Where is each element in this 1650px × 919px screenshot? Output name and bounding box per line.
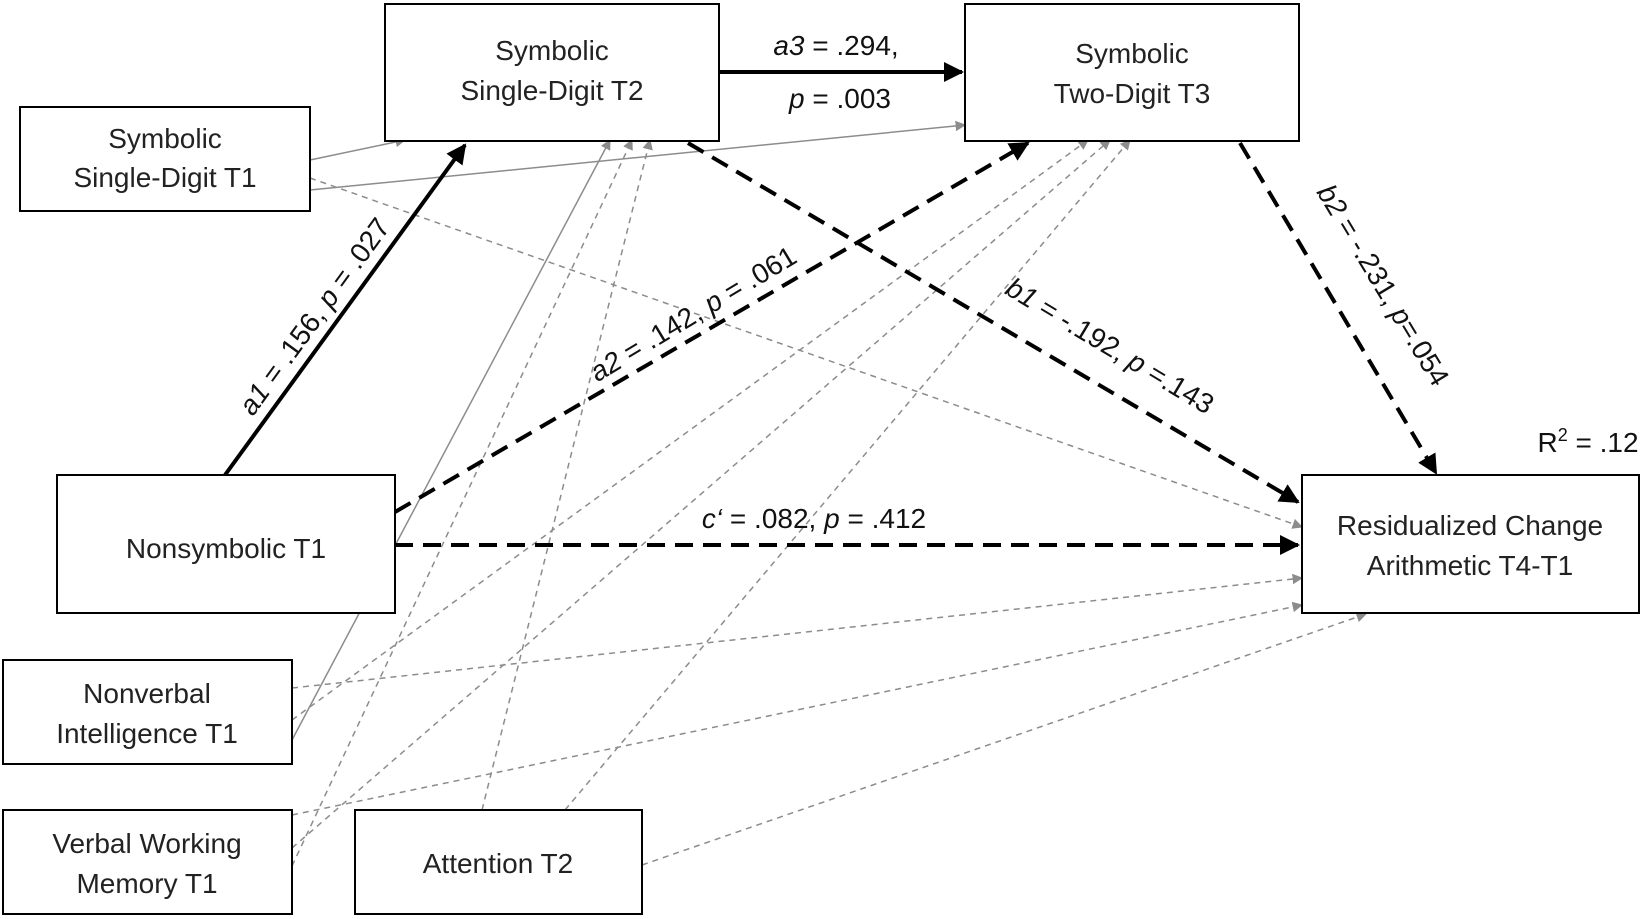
edge-a1 <box>223 143 467 477</box>
edge-attention-to-sym-single-t2 <box>481 138 653 811</box>
node-label-line: Nonverbal <box>83 678 211 709</box>
node-label-line: Symbolic <box>1075 38 1189 69</box>
main-edges <box>223 62 1438 555</box>
edge-attention-to-resid-change <box>641 612 1367 866</box>
label-c-prime: c‘ = .082, p = .412 <box>702 503 926 534</box>
node-resid-change: Residualized Change Arithmetic T4-T1 <box>1301 474 1640 614</box>
node-sym-single-t1: Symbolic Single-Digit T1 <box>19 106 311 212</box>
edge-vwm-to-sym-two-t3 <box>291 139 1111 849</box>
label-b2: b2 = -.231, p=.054 <box>1311 179 1455 391</box>
node-label-line: Intelligence T1 <box>56 718 238 749</box>
node-nonsymbolic-t1: Nonsymbolic T1 <box>56 474 396 614</box>
edge-nonverbal-to-sym-single-t2 <box>291 139 611 741</box>
r-squared-label: R2 = .12 <box>1537 425 1638 458</box>
node-label-line: Single-Digit T2 <box>460 75 643 106</box>
node-vwm-t1: Verbal Working Memory T1 <box>2 809 293 915</box>
edge-attention-to-sym-two-t3 <box>564 139 1131 811</box>
node-label-line: Residualized Change <box>1337 510 1603 541</box>
node-sym-single-t2: Symbolic Single-Digit T2 <box>384 3 720 142</box>
covariate-edges <box>291 120 1367 867</box>
node-label-line: Symbolic <box>108 123 222 154</box>
label-a2: a2 = .142, p = .061 <box>584 240 801 388</box>
label-a3-line1: a3 = .294, <box>773 30 898 61</box>
label-a3-line2: p = .003 <box>788 83 891 114</box>
edge-nonverbal-to-sym-two-t3 <box>291 139 1089 721</box>
edge-vwm-to-sym-single-t2 <box>291 139 633 867</box>
node-attention-t2: Attention T2 <box>354 809 643 915</box>
edge-b2 <box>1238 141 1438 475</box>
node-label-line: Single-Digit T1 <box>73 162 256 193</box>
node-nonverbal-t1: Nonverbal Intelligence T1 <box>2 659 293 765</box>
edge-nonverbal-to-resid-change <box>291 573 1304 689</box>
label-a1: a1 = .156, p = .027 <box>233 212 396 420</box>
node-label-line: Nonsymbolic T1 <box>126 533 326 564</box>
edge-sym-single-t1-to-sym-two-t3 <box>309 120 967 191</box>
node-label-line: Verbal Working <box>52 828 241 859</box>
edge-sym-single-t1-to-sym-single-t2 <box>309 136 407 161</box>
node-label-line: Attention T2 <box>423 848 573 879</box>
edge-b1 <box>686 141 1300 504</box>
node-label-line: Symbolic <box>495 35 609 66</box>
edge-vwm-to-resid-change <box>291 601 1304 816</box>
node-label-line: Arithmetic T4-T1 <box>1367 550 1573 581</box>
node-label-line: Two-Digit T3 <box>1054 78 1211 109</box>
edge-a2 <box>393 141 1030 514</box>
node-sym-two-t3: Symbolic Two-Digit T3 <box>964 3 1300 142</box>
node-label-line: Memory T1 <box>76 868 217 899</box>
